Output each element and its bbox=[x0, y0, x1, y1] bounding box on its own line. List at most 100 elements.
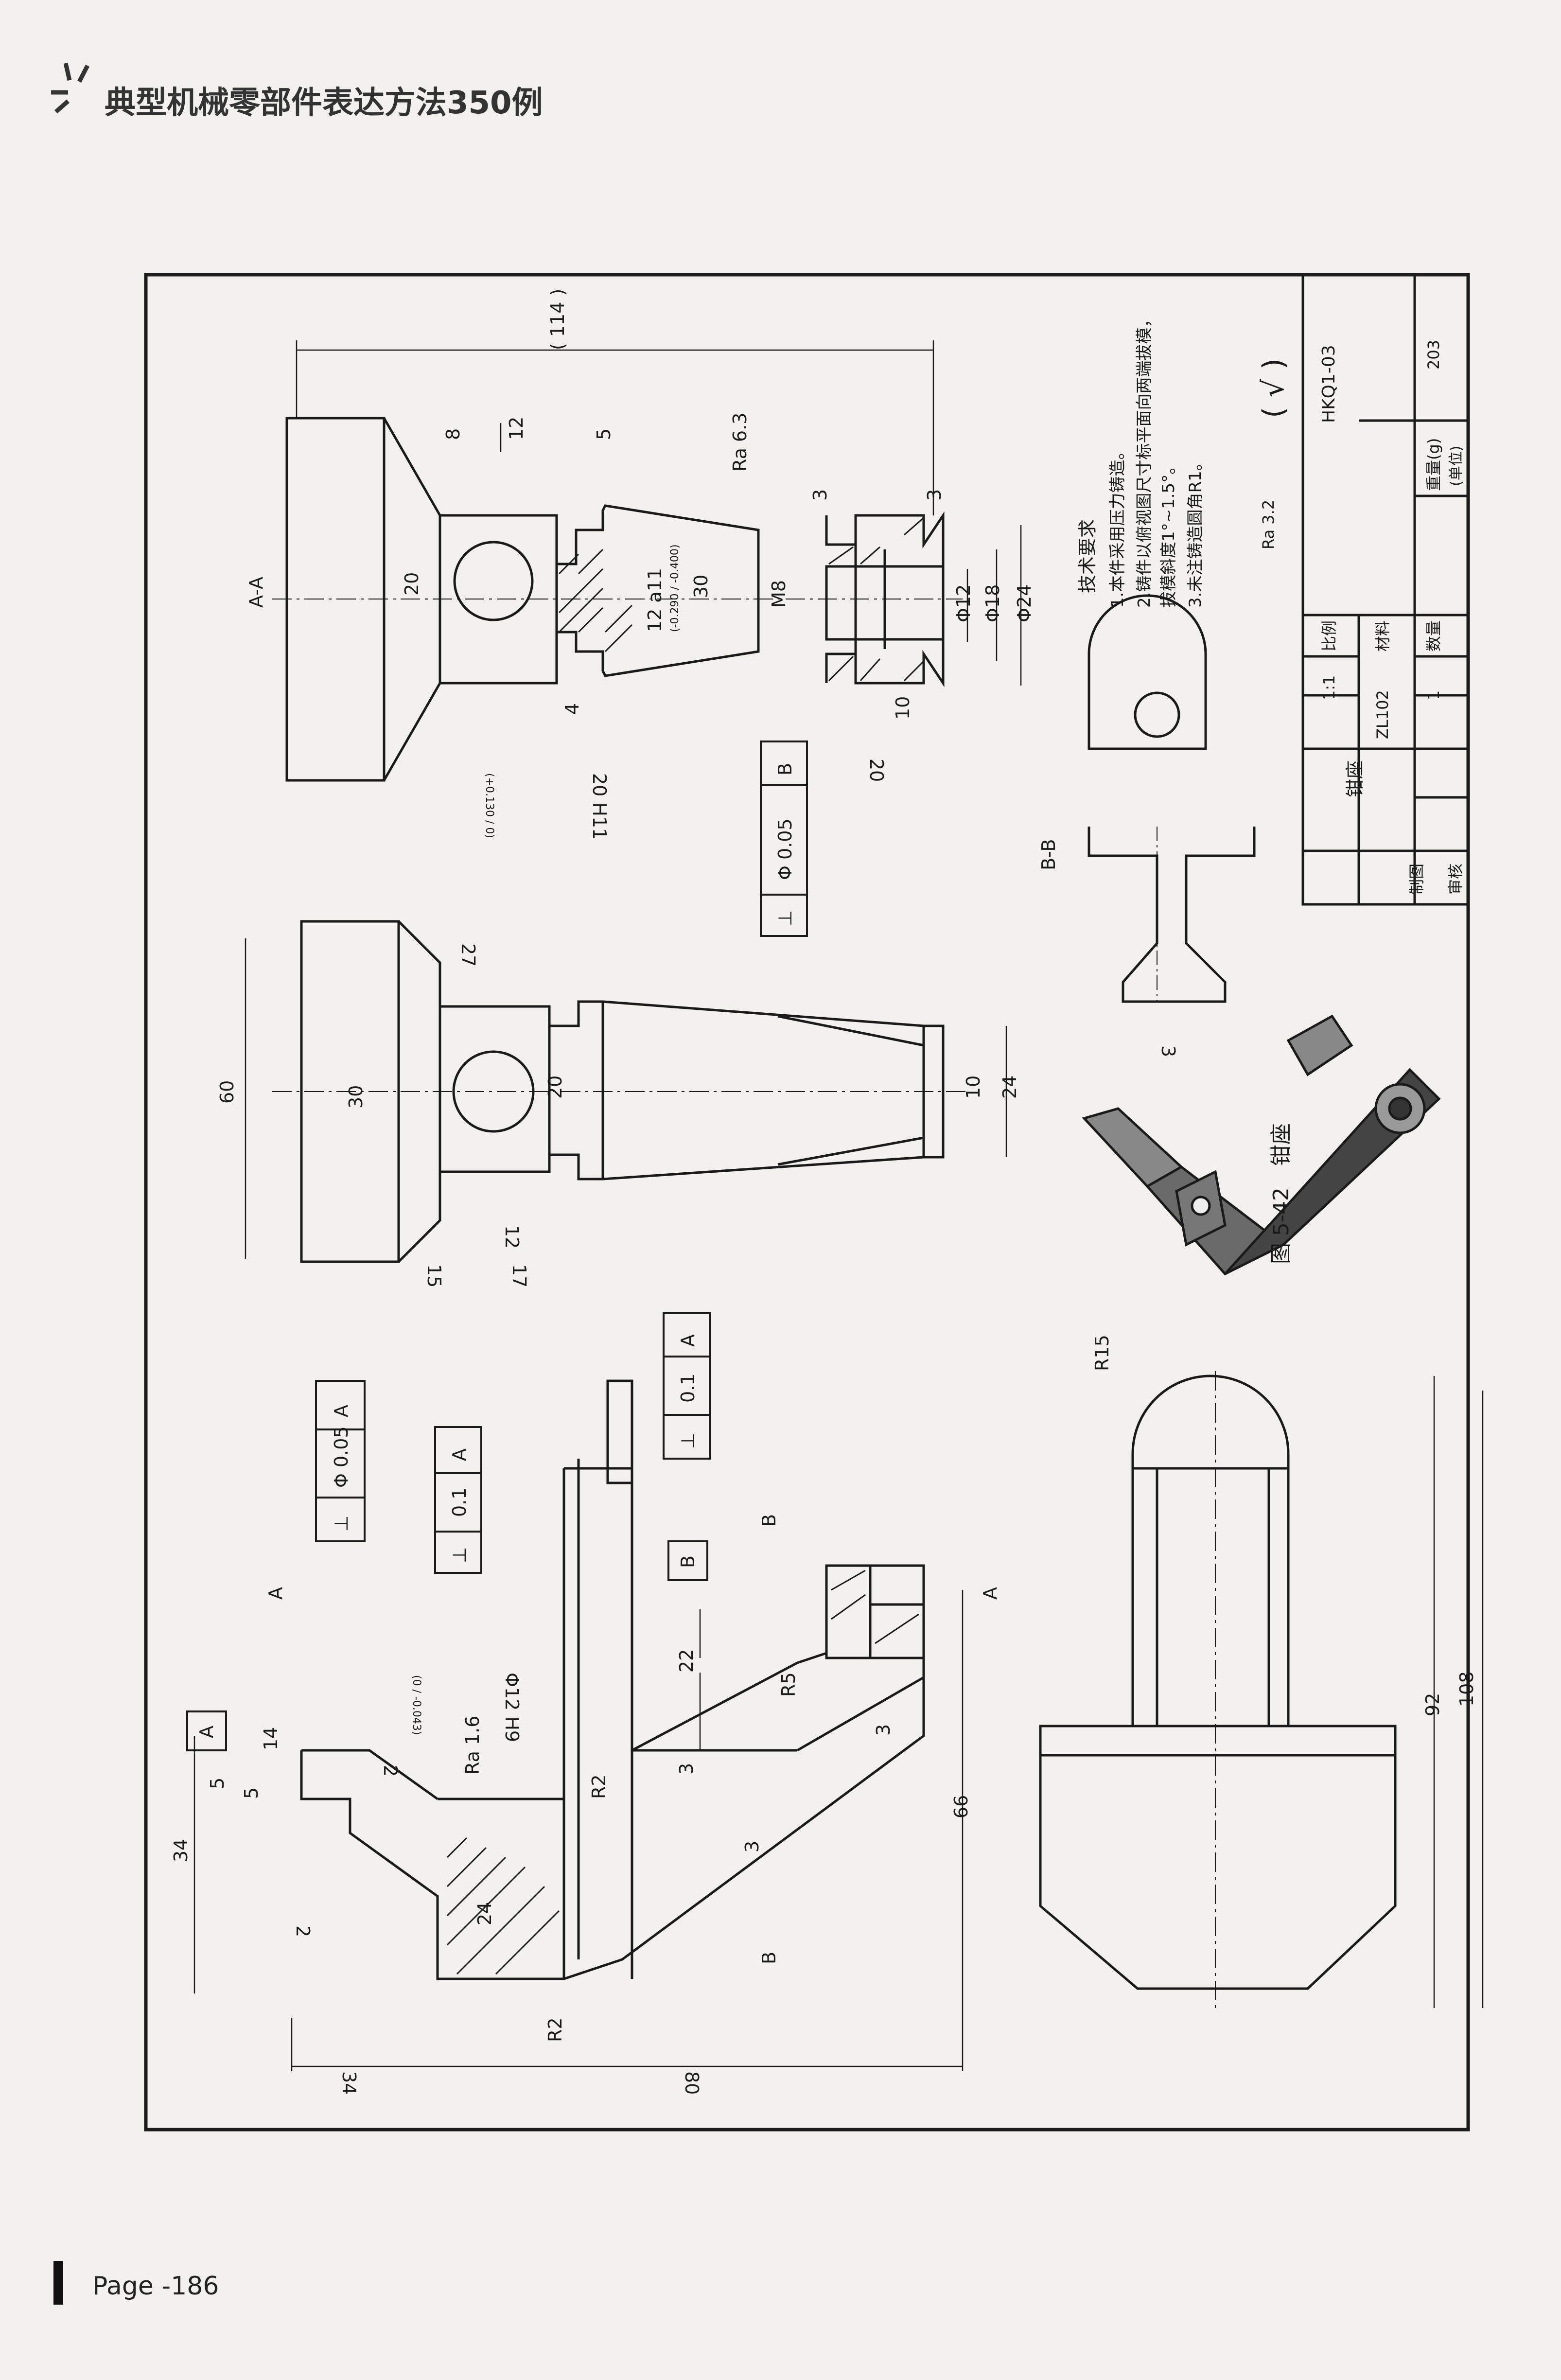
title-block bbox=[1301, 273, 1470, 906]
dim-34b: 34 bbox=[338, 2071, 360, 2095]
dim-3b: 3 bbox=[924, 489, 945, 501]
footer-bar bbox=[53, 2261, 63, 2305]
dim-5a: 5 bbox=[207, 1778, 228, 1789]
tech-req-line-3: 拔模斜度1°~1.5°。 bbox=[1159, 458, 1178, 608]
book-title: 典型机械零部件表达方法350例 bbox=[105, 85, 543, 121]
dim-17: 17 bbox=[509, 1264, 530, 1287]
tb-weight-label: 重量(g) bbox=[1424, 438, 1443, 491]
tech-req-line-2: 2.铸件以俯视图尺寸标平面向两端拔模， bbox=[1135, 311, 1154, 608]
dim-3c: 3 bbox=[1158, 1045, 1179, 1057]
dim-27: 27 bbox=[457, 943, 479, 967]
tb-drawing-no: HKQ1-03 bbox=[1319, 345, 1339, 423]
dim-20h11: 20 H11 bbox=[589, 773, 610, 840]
section-view-b-b bbox=[1087, 594, 1256, 1003]
dim-24b: 24 bbox=[474, 1902, 495, 1925]
dim-ra63: Ra 6.3 bbox=[729, 413, 751, 472]
dim-34a: 34 bbox=[170, 1839, 192, 1862]
dim-10b: 10 bbox=[963, 1075, 984, 1099]
dim-30a: 30 bbox=[690, 575, 712, 598]
dim-20a: 20 bbox=[401, 572, 422, 596]
dim-14: 14 bbox=[260, 1727, 281, 1750]
tol1-val: Φ 0.05 bbox=[331, 1426, 352, 1488]
dim-60: 60 bbox=[216, 1080, 238, 1104]
figure-caption: 图 5-42 钳座 bbox=[1269, 1123, 1294, 1264]
section-b-marker-bottom: B bbox=[758, 1952, 780, 1964]
tech-req-title: 技术要求 bbox=[1077, 519, 1098, 593]
dim-12a11-tol: (-0.290 / -0.400) bbox=[669, 545, 681, 632]
tb-scale-value: 1:1 bbox=[1320, 675, 1338, 701]
dim-24a: 24 bbox=[999, 1075, 1020, 1099]
tol2-val: 0.1 bbox=[449, 1488, 470, 1517]
dim-r2a: R2 bbox=[588, 1774, 610, 1799]
dim-3a: 3 bbox=[809, 489, 831, 501]
dim-12a: 12 bbox=[506, 417, 527, 440]
tol4-val: Φ 0.05 bbox=[774, 818, 796, 880]
tb-weight-value: 203 bbox=[1424, 340, 1443, 370]
drawing-frame bbox=[144, 273, 1470, 2132]
dim-30b: 30 bbox=[345, 1085, 367, 1109]
tb-material-label: 材料 bbox=[1373, 620, 1392, 652]
tb-unit-label: (单位) bbox=[1448, 446, 1465, 486]
page-number: Page -186 bbox=[92, 2272, 219, 2301]
dim-15: 15 bbox=[423, 1264, 445, 1287]
tb-scale-label: 比例 bbox=[1320, 620, 1338, 652]
tol2-ref: A bbox=[449, 1448, 470, 1461]
isometric-view bbox=[1082, 1014, 1441, 1276]
dim-2a: 2 bbox=[292, 1925, 314, 1937]
tb-qty-value: 1 bbox=[1424, 690, 1443, 700]
dim-80: 80 bbox=[681, 2071, 702, 2095]
dim-r2b: R2 bbox=[544, 2017, 566, 2042]
dim-12a11: 12 a11 bbox=[644, 568, 666, 632]
tol1-sym: ⊥ bbox=[331, 1516, 352, 1532]
dim-r15: R15 bbox=[1091, 1335, 1113, 1371]
dim-20h11-tol: (+0.130 / 0) bbox=[483, 773, 495, 838]
tb-checked-label: 审核 bbox=[1446, 864, 1465, 895]
tol3-ref: A bbox=[677, 1334, 699, 1347]
tb-qty-label: 数量 bbox=[1424, 620, 1443, 652]
dim-5b: 5 bbox=[241, 1787, 262, 1799]
datum-a: A bbox=[196, 1726, 217, 1738]
dim-phi24: Φ24 bbox=[1014, 584, 1035, 622]
dim-92: 92 bbox=[1422, 1693, 1443, 1716]
side-view bbox=[1039, 1371, 1397, 2008]
section-b-marker-top: B bbox=[758, 1514, 780, 1527]
dim-114: ( 114 ) bbox=[547, 289, 568, 350]
dim-108: 108 bbox=[1456, 1671, 1477, 1707]
dim-ra16: Ra 1.6 bbox=[462, 1716, 483, 1775]
tol3-sym: ⊥ bbox=[677, 1433, 699, 1449]
dim-66: 66 bbox=[950, 1795, 972, 1818]
dim-12h9-tol: (0 / -0.043) bbox=[410, 1675, 422, 1735]
tol1-ref: A bbox=[331, 1405, 352, 1417]
roughness-other: ( √ ) bbox=[1257, 358, 1291, 418]
tech-req-line-1: 1.本件采用压力铸造。 bbox=[1108, 443, 1127, 608]
tech-req-line-4: 3.未注铸造圆角R1。 bbox=[1186, 454, 1205, 608]
dim-20c: 20 bbox=[544, 1075, 566, 1099]
dimension-lines bbox=[193, 340, 1484, 2071]
dim-phi12: Φ12 bbox=[953, 584, 974, 622]
tb-part-name: 钳座 bbox=[1344, 760, 1366, 797]
dim-2b: 2 bbox=[380, 1765, 401, 1777]
dim-12h9: Φ12 H9 bbox=[501, 1673, 523, 1742]
label-b-b: B-B bbox=[1038, 839, 1059, 871]
dim-10a: 10 bbox=[892, 696, 913, 720]
dim-r5: R5 bbox=[778, 1672, 799, 1697]
tolerance-frames bbox=[186, 740, 808, 1751]
sparkle-icon bbox=[51, 62, 90, 114]
dim-3e: 3 bbox=[873, 1724, 894, 1736]
section-a-marker-bottom: A bbox=[980, 1587, 1001, 1600]
tol4-sym: ⊥ bbox=[774, 910, 796, 926]
tb-drawn-label: 制图 bbox=[1407, 864, 1426, 895]
dim-m8: M8 bbox=[768, 580, 789, 608]
datum-b: B bbox=[677, 1555, 699, 1568]
label-a-a: A-A bbox=[246, 577, 267, 608]
dim-8: 8 bbox=[442, 428, 464, 440]
dim-20b: 20 bbox=[866, 758, 887, 782]
dim-phi18: Φ18 bbox=[982, 584, 1003, 622]
dim-3f: 3 bbox=[741, 1841, 763, 1852]
dim-12b: 12 bbox=[501, 1225, 523, 1249]
dim-3d: 3 bbox=[676, 1763, 697, 1775]
tol3-val: 0.1 bbox=[677, 1374, 699, 1403]
dim-22: 22 bbox=[676, 1649, 697, 1673]
tb-material-value: ZL102 bbox=[1373, 690, 1392, 739]
